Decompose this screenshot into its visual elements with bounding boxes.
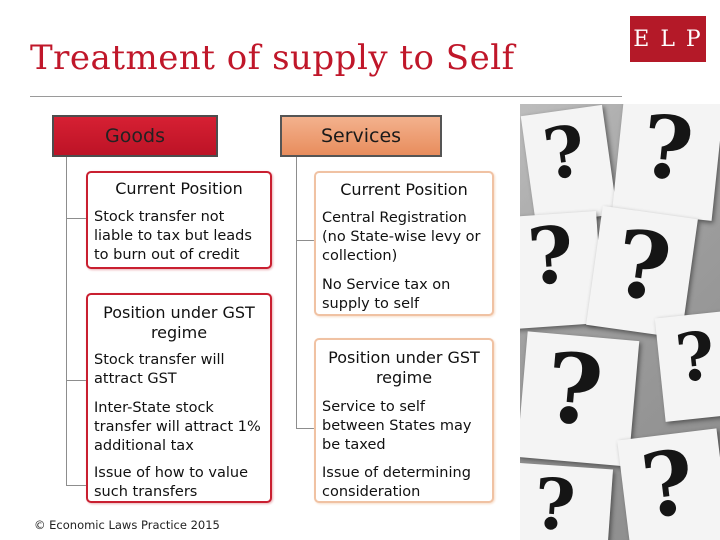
- services-gst-title: Position under GST regime: [328, 348, 480, 387]
- services-gst-card: Position under GST regime Service to sel…: [314, 338, 494, 503]
- goods-connector-branch-2: [66, 380, 90, 381]
- goods-current-card: Current Position Stock transfer not liab…: [86, 171, 272, 269]
- logo-text: E L P: [633, 26, 703, 52]
- goods-connector-vertical: [66, 157, 67, 486]
- goods-current-title: Current Position: [115, 179, 243, 198]
- title-divider: [30, 96, 622, 97]
- services-current-item-1: Central Registration (no State-wise levy…: [322, 210, 481, 264]
- question-mark-icon: ?: [524, 209, 577, 304]
- services-header: Services: [280, 115, 442, 157]
- services-current-title: Current Position: [340, 180, 468, 199]
- question-mark-icon: ?: [635, 429, 700, 539]
- question-mark-icon: ?: [531, 461, 578, 540]
- elp-logo: E L P: [630, 16, 706, 62]
- services-connector-branch-1: [296, 240, 318, 241]
- goods-header: Goods: [52, 115, 218, 157]
- goods-gst-item-3: Issue of how to value such transfers: [94, 465, 248, 500]
- goods-connector-branch-1: [66, 218, 90, 219]
- question-mark-icon: ?: [672, 316, 719, 398]
- services-connector-branch-2: [296, 428, 318, 429]
- services-connector-vertical: [296, 157, 297, 429]
- services-gst-item-1: Service to self between States may be ta…: [322, 399, 472, 453]
- goods-gst-item-1: Stock transfer will attract GST: [94, 352, 225, 387]
- goods-current-text: Stock transfer not liable to tax but lea…: [94, 209, 252, 263]
- question-mark-icon: ?: [541, 330, 608, 449]
- goods-gst-card: Position under GST regime Stock transfer…: [86, 293, 272, 503]
- copyright-footer: © Economic Laws Practice 2015: [34, 518, 220, 532]
- services-current-card: Current Position Central Registration (n…: [314, 171, 494, 316]
- goods-gst-item-2: Inter-State stock transfer will attract …: [94, 400, 261, 454]
- services-gst-item-2: Issue of determining consideration: [322, 465, 471, 500]
- goods-connector-branch-3: [66, 485, 90, 486]
- goods-gst-title: Position under GST regime: [103, 303, 255, 342]
- services-current-item-2: No Service tax on supply to self: [322, 277, 451, 312]
- page-title: Treatment of supply to Self: [30, 38, 515, 78]
- question-marks-photo: ? ? ? ? ? ? ? ?: [520, 104, 720, 540]
- question-mark-icon: ?: [636, 104, 698, 202]
